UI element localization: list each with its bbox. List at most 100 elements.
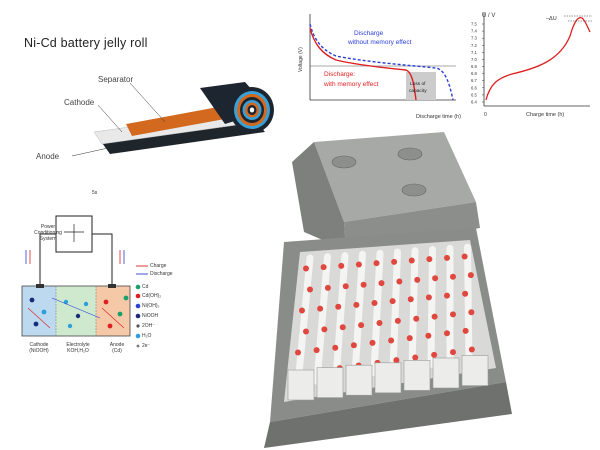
- species-swatch-oh: [136, 324, 140, 328]
- anode-caption-line2: (Cd): [112, 348, 122, 354]
- cell-block: [461, 355, 489, 386]
- charge-xlabel: Charge time (h): [526, 112, 564, 118]
- cell-cap: [320, 264, 327, 271]
- anode-leader: [71, 147, 109, 157]
- species-nioh2-label: Ni(OH)₂: [142, 303, 160, 309]
- charge-ytick-label: 6.8: [471, 71, 477, 76]
- species-cdoh2-label: Cd(OH)₂: [142, 293, 162, 299]
- electrolyte-caption: Electrolyte KOH,H₂O: [56, 342, 100, 354]
- cell-block-row: [287, 355, 489, 401]
- cell-block: [287, 369, 315, 401]
- pcs-label-line1: Power: [40, 224, 56, 230]
- cathode-caption: Cathode (NiOOH): [20, 342, 58, 354]
- species-h2o-label: H₂O: [142, 333, 152, 339]
- cell-cap: [335, 303, 342, 310]
- cell-block: [316, 367, 344, 398]
- cell-cap: [321, 326, 328, 333]
- battery-module-photo: [264, 132, 512, 448]
- lid-boss-3: [401, 183, 427, 197]
- cell-cap: [369, 339, 376, 346]
- cell-cap: [371, 300, 378, 307]
- cell-cap: [317, 305, 324, 312]
- cell-cap: [462, 327, 469, 334]
- discharge-xlabel: Discharge time (h): [416, 114, 461, 120]
- cell-tube: [351, 250, 366, 380]
- species-swatch-niooh: [135, 313, 141, 319]
- cell-cap: [425, 332, 432, 339]
- species-swatch-e: [136, 344, 140, 348]
- species-e-label: 2e⁻: [142, 343, 151, 349]
- cell-cap: [303, 328, 309, 335]
- cell-cap: [468, 346, 475, 353]
- cell-cap: [376, 319, 383, 326]
- cell-cap: [413, 315, 420, 322]
- anode-zone: [96, 286, 130, 336]
- species-swatch-nioh2: [135, 303, 141, 309]
- cathode-terminal: [36, 284, 44, 288]
- charge-curve-chart: U / V 7.57.47.37.27.17.06.96.86.76.66.56…: [471, 12, 592, 118]
- cell-cap: [338, 262, 345, 269]
- cell-tube: [313, 253, 331, 385]
- electrolyte-caption-line2: KOH,H₂O: [67, 348, 89, 354]
- cell-block: [403, 360, 431, 391]
- cell-cap: [342, 283, 349, 290]
- tray-front-rail: [264, 382, 512, 448]
- charge-ytick-label: 7.2: [471, 43, 477, 48]
- cell-tube: [427, 246, 436, 368]
- cell-cap: [450, 273, 456, 280]
- charge-ytick-label: 7.4: [471, 29, 477, 34]
- lid-boss-1: [331, 155, 357, 169]
- cell-cap: [407, 296, 414, 303]
- cell-cap: [393, 357, 400, 364]
- cell-block: [432, 357, 460, 389]
- cell-tube: [332, 252, 349, 382]
- cell-cap: [353, 301, 360, 308]
- electrolyte-zone: [56, 286, 96, 336]
- charge-ytick-label: 6.7: [471, 78, 477, 83]
- legend-with-memory-line1: Discharge:: [324, 71, 355, 78]
- pcs-label: Power Conditioning System: [28, 224, 68, 242]
- charge-ytick-label: 7.1: [471, 50, 477, 55]
- cathode-label: Cathode: [64, 98, 95, 107]
- cell-cap: [408, 257, 415, 264]
- separator-leader: [129, 82, 166, 123]
- cell-cap: [406, 335, 413, 342]
- series-with-memory: [309, 27, 417, 101]
- cell-tube: [408, 247, 419, 371]
- series-without-memory: [309, 23, 454, 101]
- loss-label-line2: capacity: [409, 88, 427, 94]
- pcs-label-line3: System: [39, 236, 57, 242]
- cell-tube-rows: [294, 243, 475, 388]
- cell-cap: [313, 347, 320, 354]
- anode-label: Anode: [36, 152, 60, 161]
- cell-tube: [294, 254, 314, 388]
- cell-cap: [425, 294, 432, 301]
- pcs-label-line2: Conditioning: [34, 230, 62, 236]
- cell-cap: [378, 280, 385, 287]
- cell-cap: [444, 292, 450, 299]
- cell-cap: [339, 324, 346, 331]
- cell-cap: [412, 354, 419, 361]
- ion-particles: [29, 295, 129, 329]
- module-lid: [314, 132, 476, 222]
- legend-without-memory-line1: Discharge: [354, 30, 384, 37]
- charge-ytick-label: 6.9: [471, 64, 477, 69]
- delta-u-label: –ΔU: [546, 16, 557, 22]
- cathode-caption-line1: Cathode: [29, 342, 49, 348]
- cell-cap: [444, 254, 450, 261]
- charge-ytick-label: 7.5: [471, 22, 477, 27]
- legend-discharge-label: Discharge: [150, 271, 173, 277]
- species-swatch-cd: [135, 284, 141, 290]
- species-swatch-h2o: [135, 333, 141, 339]
- cell-cap: [355, 261, 362, 268]
- cell-cap: [468, 309, 475, 316]
- cell-cap: [426, 256, 433, 263]
- cell-block: [374, 362, 402, 394]
- cell-tube: [370, 249, 384, 377]
- cell-cap: [461, 253, 468, 260]
- jelly-roll-footnote: 5s: [92, 190, 98, 196]
- cell-cap: [467, 272, 474, 279]
- cell-cap: [414, 276, 421, 283]
- cell-cap: [303, 265, 309, 272]
- cell-cap: [299, 307, 305, 314]
